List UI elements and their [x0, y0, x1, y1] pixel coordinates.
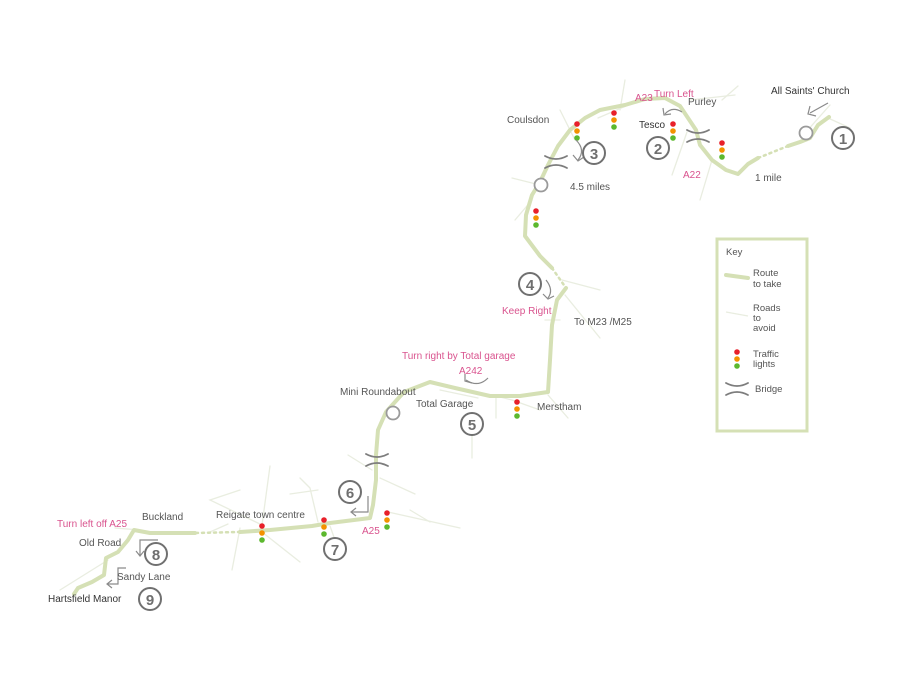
roundabout-marker	[533, 177, 549, 193]
svg-text:3: 3	[590, 146, 598, 163]
mini-roundabout-marker	[385, 405, 401, 421]
direction-turn-right-total: Turn right by Total garage	[402, 351, 516, 362]
bridge-icon	[544, 155, 568, 169]
step-marker-5: 5	[460, 412, 484, 436]
traffic-lights-icon	[670, 121, 676, 141]
label-total-garage: Total Garage	[416, 399, 474, 410]
roundabout-marker	[798, 125, 814, 141]
key-avoid-label-3: avoid	[753, 323, 776, 334]
key-avoid-label: Roads	[753, 303, 781, 314]
label-coulsdon: Coulsdon	[507, 115, 549, 126]
key-traffic-label: Traffic	[753, 349, 779, 360]
key-route-swatch	[724, 273, 750, 280]
traffic-lights-icon	[259, 523, 265, 543]
step-marker-3: 3	[582, 141, 606, 165]
bridge-icon	[365, 453, 389, 467]
step-marker-8: 8	[144, 542, 168, 566]
step-marker-1: 1	[831, 126, 855, 150]
direction-arrows	[106, 102, 829, 589]
road-a22: A22	[683, 170, 701, 181]
traffic-lights-icon	[533, 208, 539, 228]
step-marker-9: 9	[138, 587, 162, 611]
key-avoid-swatch	[725, 311, 749, 317]
traffic-lights-icon	[719, 140, 725, 160]
label-to-m23-m25: To M23 /M25	[574, 317, 632, 328]
svg-text:9: 9	[146, 592, 154, 609]
step-marker-7: 7	[323, 537, 347, 561]
traffic-lights-icon	[514, 399, 520, 419]
label-hartsfield-manor: Hartsfield Manor	[48, 594, 122, 605]
key-avoid-label-2: to	[753, 313, 761, 324]
label-purley: Purley	[688, 97, 716, 108]
key-traffic-label-2: lights	[753, 359, 775, 370]
label-buckland: Buckland	[142, 512, 183, 523]
svg-text:7: 7	[331, 542, 339, 559]
key-title: Key	[726, 247, 743, 258]
svg-text:6: 6	[346, 485, 354, 502]
bridge-icon	[686, 129, 710, 143]
svg-text:1: 1	[839, 131, 847, 148]
key-traffic-lights-icon	[734, 349, 740, 369]
road-a25: A25	[362, 526, 380, 537]
step-marker-6: 6	[338, 480, 362, 504]
map-key: Key Route to take Roads to avoid Traffic…	[715, 237, 809, 433]
direction-turn-left-a25: Turn left off A25	[57, 519, 127, 530]
svg-text:8: 8	[152, 547, 160, 564]
label-old-road: Old Road	[79, 538, 121, 549]
step-marker-4: 4	[518, 272, 542, 296]
label-sandy-lane: Sandy Lane	[117, 572, 171, 583]
traffic-lights-icon	[611, 110, 617, 130]
traffic-lights-icon	[574, 121, 580, 141]
road-a242: A242	[459, 366, 483, 377]
traffic-lights-icon	[384, 510, 390, 530]
svg-text:2: 2	[654, 141, 662, 158]
direction-turn-left: Turn Left	[654, 89, 694, 100]
road-a23: A23	[635, 93, 653, 104]
svg-text:4: 4	[526, 277, 535, 294]
label-mini-roundabout: Mini Roundabout	[340, 387, 416, 398]
direction-keep-right: Keep Right	[502, 306, 552, 317]
avoid-roads	[59, 79, 851, 591]
svg-text:5: 5	[468, 417, 476, 434]
key-bridge-label: Bridge	[755, 384, 782, 395]
label-reigate-town-centre: Reigate town centre	[216, 510, 305, 521]
label-1-mile: 1 mile	[755, 173, 782, 184]
label-4-5-miles: 4.5 miles	[570, 182, 610, 193]
label-all-saints-church: All Saints' Church	[771, 86, 850, 97]
key-route-label-2: to take	[753, 279, 782, 290]
step-marker-2: 2	[646, 136, 670, 160]
traffic-lights-icon	[321, 517, 327, 537]
label-merstham: Merstham	[537, 402, 581, 413]
key-route-label: Route	[753, 268, 778, 279]
key-bridge-icon	[725, 382, 749, 396]
label-tesco: Tesco	[639, 120, 666, 131]
